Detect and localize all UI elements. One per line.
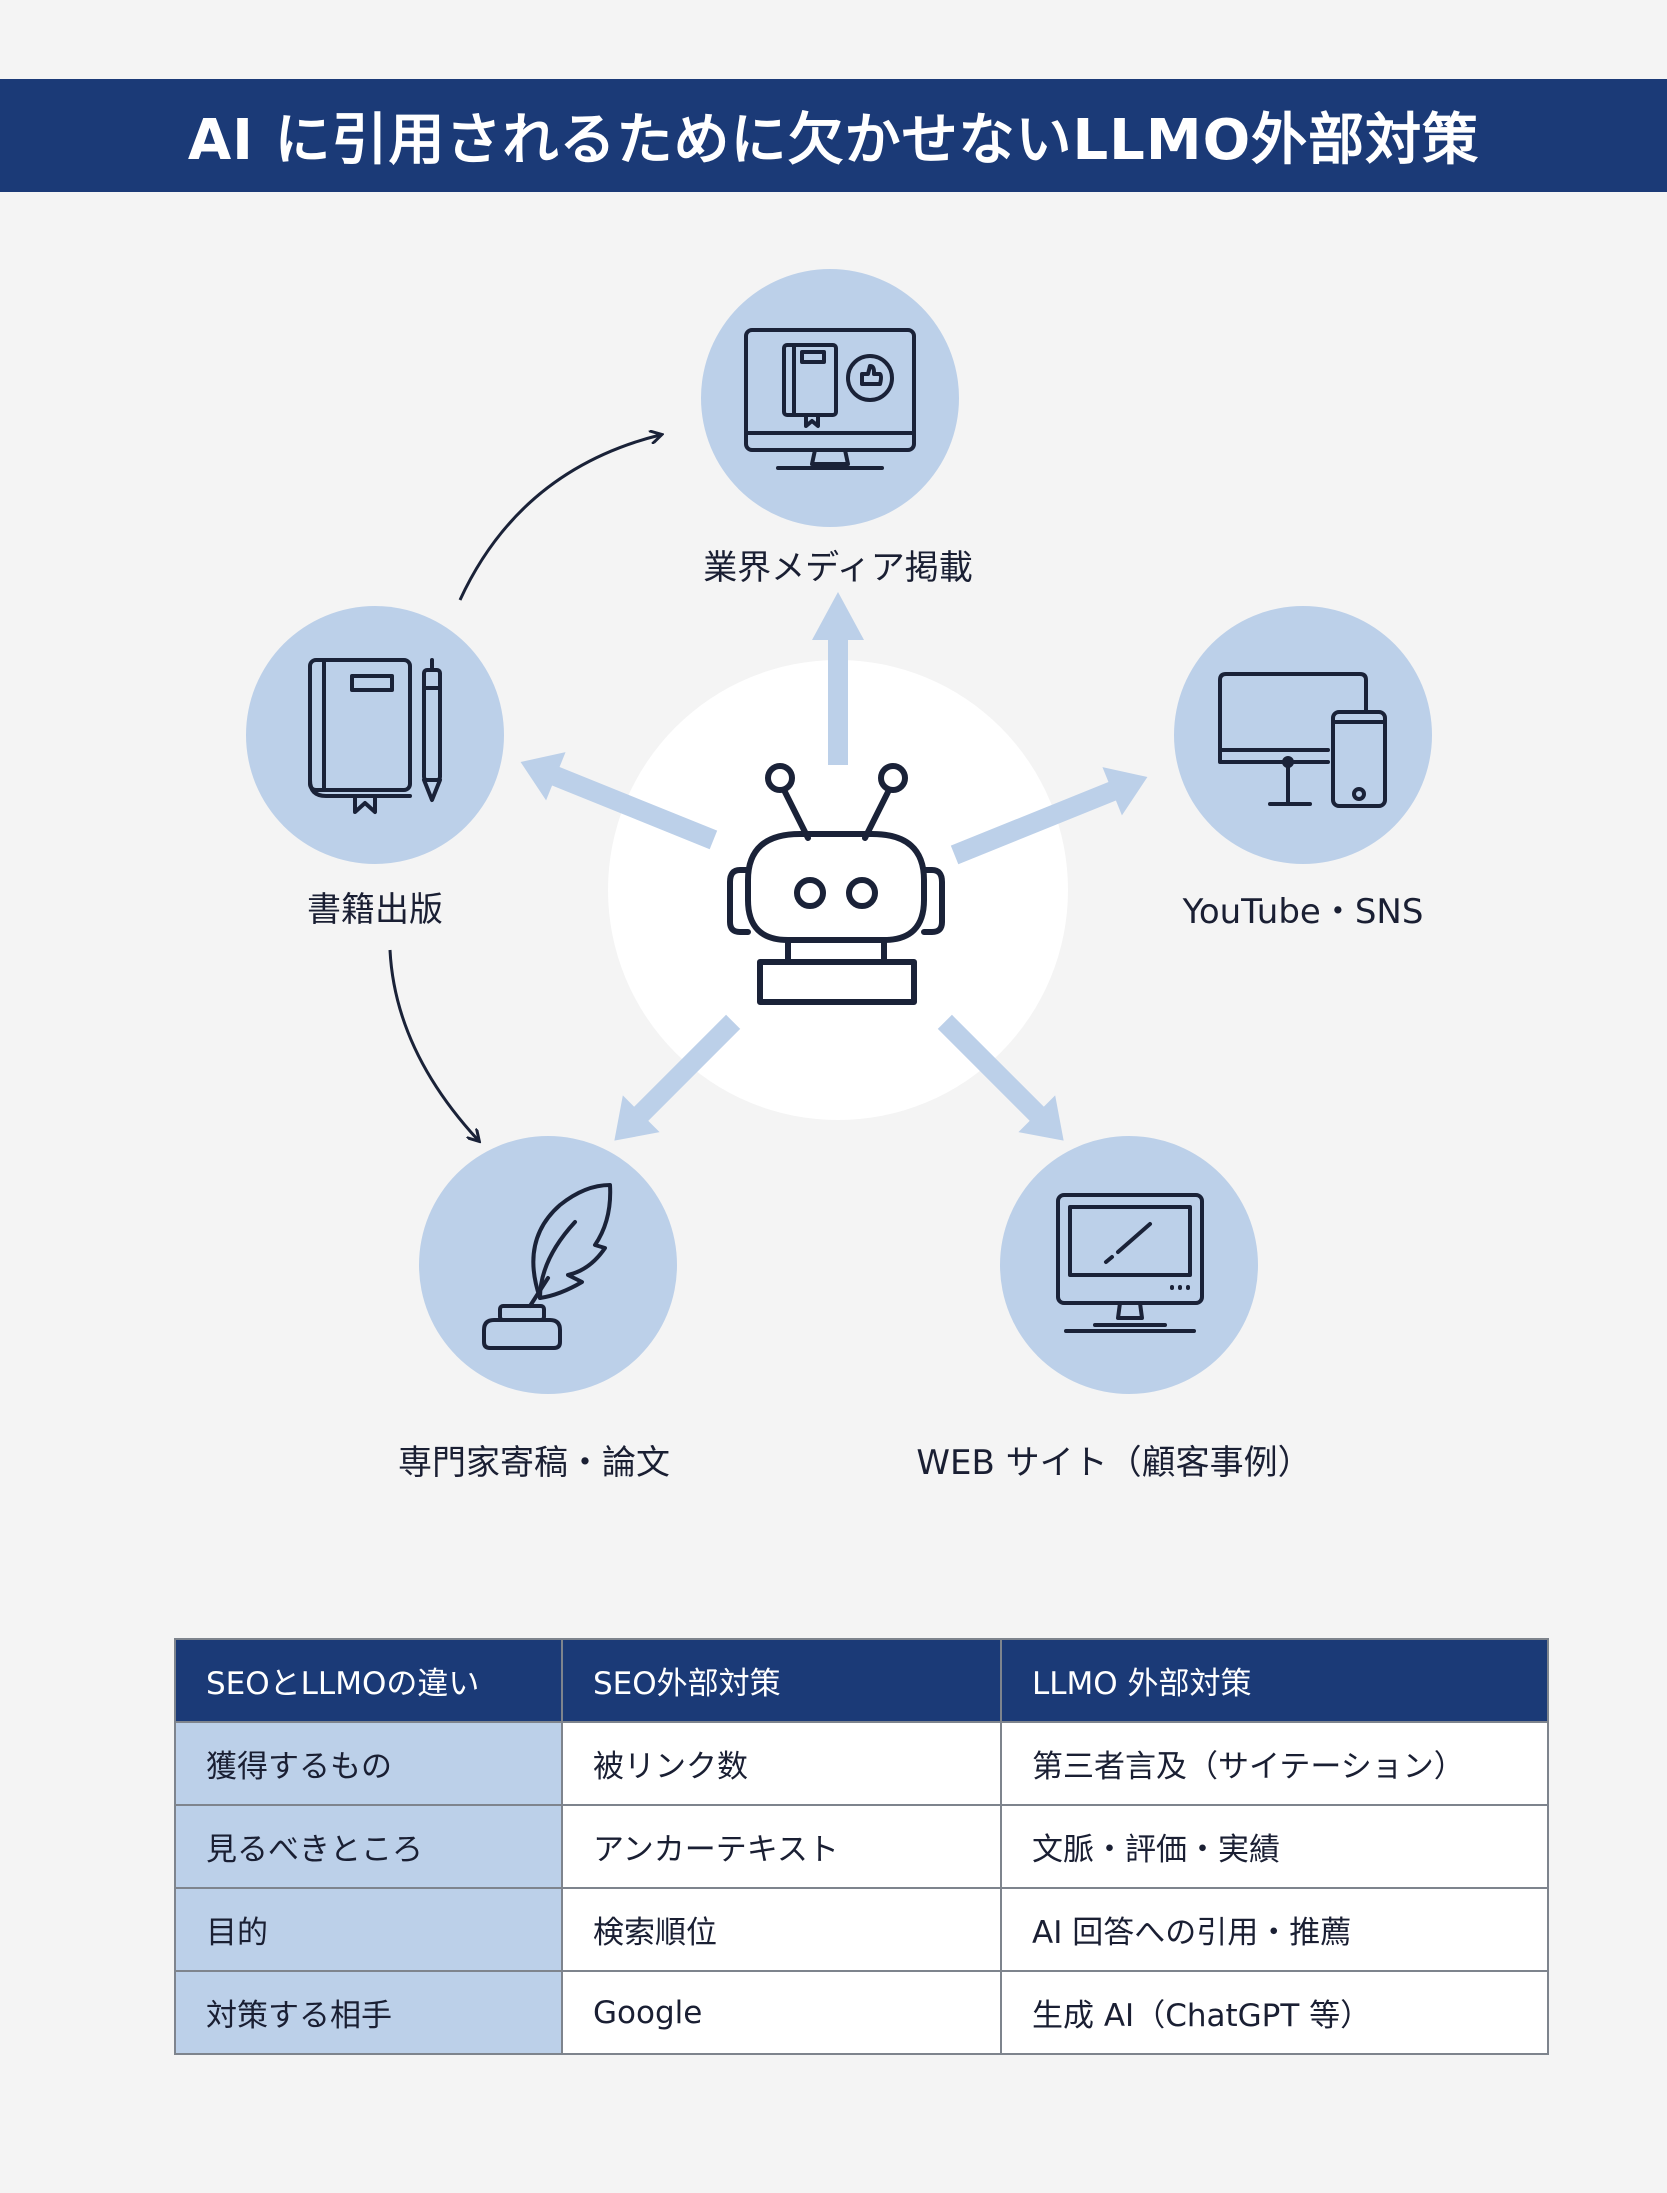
title-bar: AI に引用されるために欠かせないLLMO外部対策 <box>0 79 1667 192</box>
row-header-cell: 対策する相手 <box>174 1970 563 2055</box>
node-label-expert: 専門家寄稿・論文 <box>398 1443 670 1483</box>
monitor-icon <box>1056 1193 1204 1333</box>
table-cell: 検索順位 <box>561 1887 1002 1972</box>
table-cell: 生成 AI（ChatGPT 等） <box>1000 1970 1549 2055</box>
spoke-arrow-expert <box>614 1014 741 1141</box>
table-header-row: SEOとLLMOの違い SEO外部対策 LLMO 外部対策 <box>174 1638 1549 1723</box>
row-header-cell: 見るべきところ <box>174 1804 563 1889</box>
spoke-arrow-book <box>520 752 718 850</box>
spoke-arrow-web <box>937 1014 1064 1141</box>
table-row: 獲得するもの 被リンク数 第三者言及（サイテーション） <box>174 1721 1549 1806</box>
table-row: 目的 検索順位 AI 回答への引用・推薦 <box>174 1887 1549 1972</box>
node-label-book: 書籍出版 <box>307 890 443 930</box>
monitor-book-like-icon <box>744 328 916 470</box>
diagram <box>246 269 1432 1394</box>
table-header-cell: SEO外部対策 <box>561 1638 1002 1723</box>
table-header-cell: SEOとLLMOの違い <box>174 1638 563 1723</box>
book-pen-icon <box>308 658 442 814</box>
quill-ink-icon <box>482 1183 613 1350</box>
node-circle-sns <box>1174 606 1432 864</box>
node-circle-web <box>1000 1136 1258 1394</box>
comparison-table: SEOとLLMOの違い SEO外部対策 LLMO 外部対策 獲得するもの 被リン… <box>174 1638 1549 2055</box>
table-cell: 被リンク数 <box>561 1721 1002 1806</box>
node-label-web: WEB サイト（顧客事例） <box>916 1443 1312 1483</box>
center-disc <box>608 660 1068 1120</box>
spoke-arrows <box>520 592 1148 1141</box>
curve-arrow-book-to-media <box>458 435 660 601</box>
row-header-cell: 獲得するもの <box>174 1721 563 1806</box>
table-cell: 文脈・評価・実績 <box>1000 1804 1549 1889</box>
table-header-cell: LLMO 外部対策 <box>1000 1638 1549 1723</box>
desktop-phone-icon <box>1218 672 1387 808</box>
spoke-arrow-sns <box>950 767 1148 865</box>
node-circle-media <box>701 269 959 527</box>
table-cell: アンカーテキスト <box>561 1804 1002 1889</box>
table-cell: Google <box>561 1970 1002 2055</box>
curve-arrow-book-to-expert <box>388 949 478 1140</box>
spoke-arrow-media <box>812 592 864 765</box>
page-title: AI に引用されるために欠かせないLLMO外部対策 <box>187 108 1480 173</box>
node-circle-book <box>246 606 504 864</box>
table-cell: 第三者言及（サイテーション） <box>1000 1721 1549 1806</box>
row-header-cell: 目的 <box>174 1887 563 1972</box>
node-label-sns: YouTube・SNS <box>1182 892 1424 932</box>
robot-icon <box>727 763 945 1005</box>
table-row: 対策する相手 Google 生成 AI（ChatGPT 等） <box>174 1970 1549 2055</box>
table-cell: AI 回答への引用・推薦 <box>1000 1887 1549 1972</box>
node-label-media: 業界メディア掲載 <box>703 548 973 588</box>
table-row: 見るべきところ アンカーテキスト 文脈・評価・実績 <box>174 1804 1549 1889</box>
